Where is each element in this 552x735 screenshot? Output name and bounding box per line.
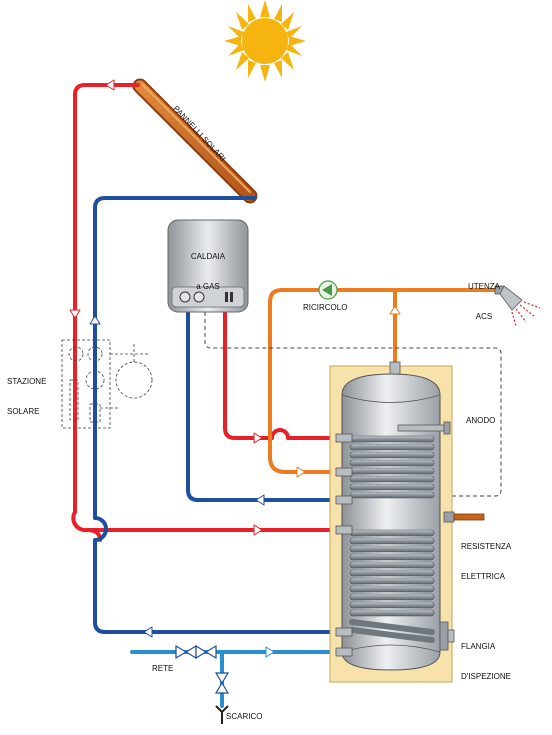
coil-turn <box>349 609 435 617</box>
solar-station <box>61 339 153 429</box>
electric-heater <box>443 511 485 523</box>
shower-head-icon <box>494 285 541 327</box>
boiler-label-line2: a GAS <box>196 282 220 291</box>
coil-turn <box>349 491 435 499</box>
coil-turn <box>349 475 435 483</box>
sun-icon <box>224 0 306 82</box>
coil-turn <box>349 451 435 459</box>
coil-turn <box>349 553 435 561</box>
coil-turn <box>349 585 435 593</box>
coil-turn <box>349 529 435 537</box>
coil-turn <box>349 601 435 609</box>
coil-turn <box>349 561 435 569</box>
coil-turn <box>349 619 435 635</box>
solar-station-label-line1: STAZIONE <box>7 377 47 386</box>
lower-coil <box>349 529 435 643</box>
coil-turn <box>349 545 435 553</box>
heater-label-line2: ELETTRICA <box>461 572 506 581</box>
coil-turn <box>349 537 435 545</box>
recirculation-pipe <box>268 288 497 474</box>
flow-arrows <box>69 79 401 658</box>
solar-panel <box>132 78 258 204</box>
solar-station-label-line2: SOLARE <box>7 407 40 416</box>
flange-label-line1: FLANGIA <box>461 642 496 651</box>
coil-turn <box>349 467 435 475</box>
mains-label: RETE <box>152 664 174 673</box>
gas-boiler <box>167 219 249 313</box>
recirculation-label: RICIRCOLO <box>303 303 348 312</box>
boiler-label: CALDAIA a GAS <box>178 232 238 302</box>
solar-cold-pipe <box>93 196 334 634</box>
boiler-hot-pipe <box>223 310 334 440</box>
flange-label-line2: D'ISPEZIONE <box>461 672 511 681</box>
dhw-use-label: UTENZA ACS <box>462 262 506 332</box>
boiler-cold-pipe <box>186 310 334 502</box>
drain-outlet <box>215 705 229 724</box>
heater-label: RESISTENZA ELETTRICA <box>461 522 511 592</box>
anode <box>397 421 451 435</box>
coil-turn <box>349 443 435 451</box>
coil-turn <box>349 435 435 443</box>
inspection-flange <box>439 621 455 651</box>
coil-turn <box>349 593 435 601</box>
anode-label: ANODO <box>466 416 496 425</box>
coil-turn <box>349 577 435 585</box>
flange-label: FLANGIA D'ISPEZIONE <box>461 622 511 692</box>
coil-turn <box>349 459 435 467</box>
tank-fittings <box>335 433 353 657</box>
upper-coil <box>349 435 435 499</box>
drain-label: SCARICO <box>226 712 263 721</box>
mains-pipe <box>130 650 334 708</box>
coil-turn <box>349 627 435 643</box>
heater-label-line1: RESISTENZA <box>461 542 512 551</box>
boiler-label-line1: CALDAIA <box>190 252 226 261</box>
dhw-use-label-line2: ACS <box>475 312 493 321</box>
coil-turn <box>349 483 435 491</box>
solar-station-label: STAZIONE SOLARE <box>7 357 46 427</box>
circulation-pump-icon <box>318 280 338 300</box>
valve-icon <box>175 644 230 694</box>
coil-turn <box>349 569 435 577</box>
dhw-use-label-line1: UTENZA <box>468 282 500 291</box>
